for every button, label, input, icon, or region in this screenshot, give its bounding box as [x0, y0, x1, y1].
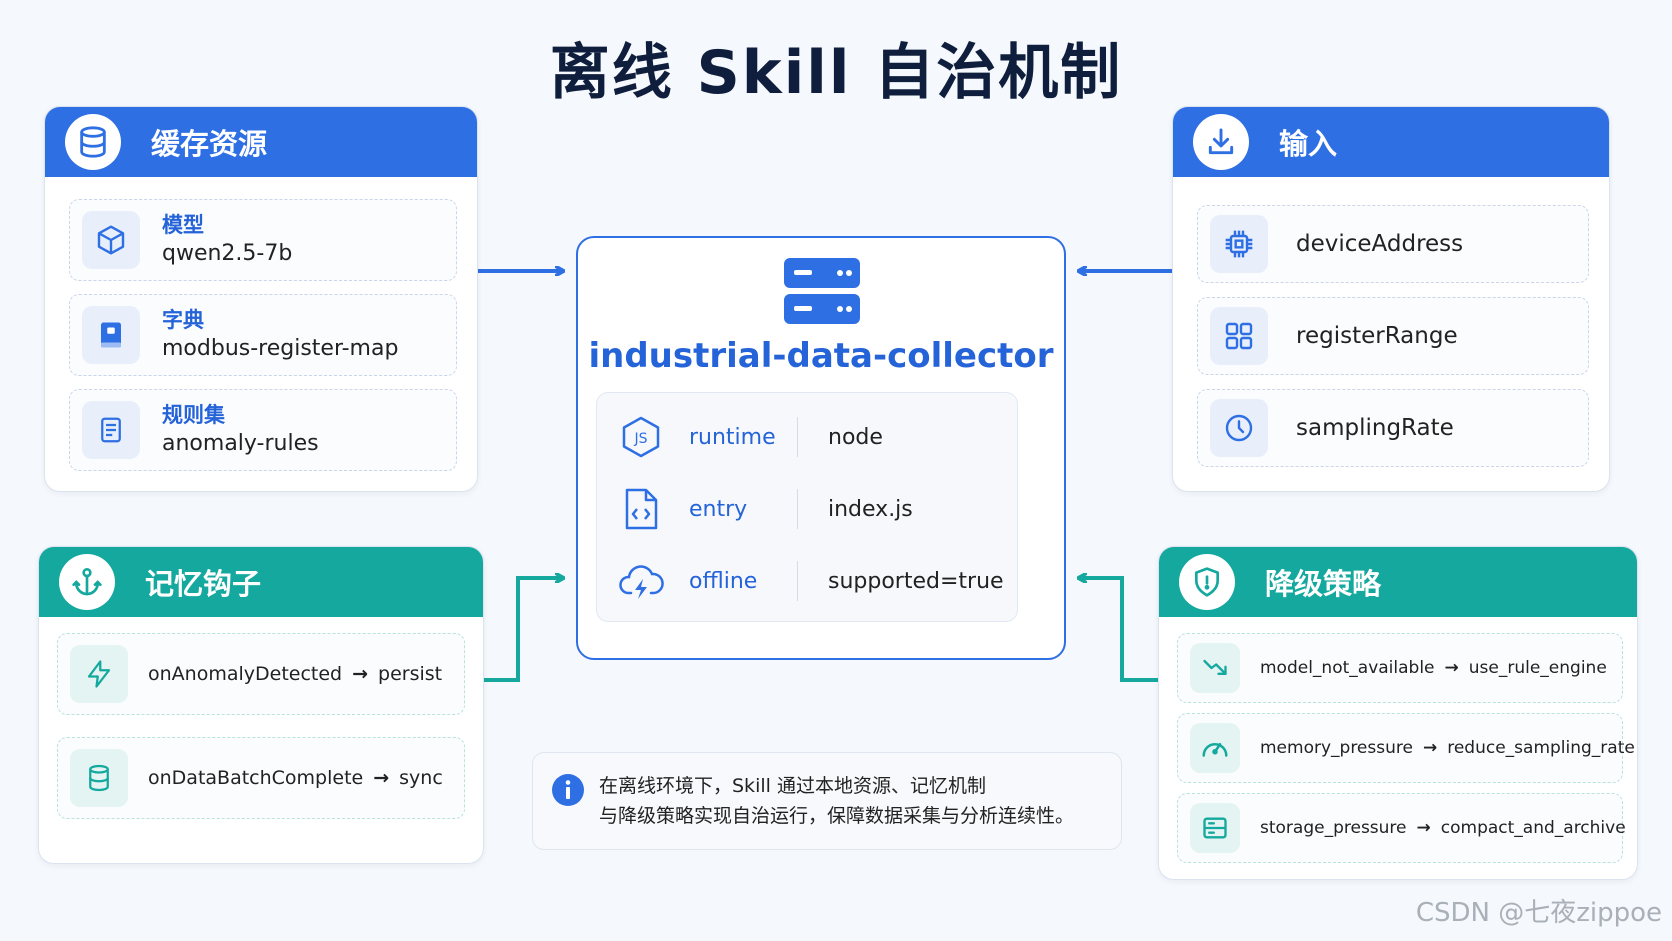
code-file-icon	[611, 487, 671, 531]
chip-icon	[1210, 215, 1268, 273]
fallback-arrow: →	[1422, 738, 1438, 758]
property-divider	[797, 489, 798, 529]
input-item-sampling-rate: samplingRate	[1197, 389, 1589, 467]
input-item-value: deviceAddress	[1296, 231, 1464, 257]
property-row-runtime: JS runtime node	[597, 407, 1017, 467]
property-value: supported=true	[828, 568, 1004, 594]
gauge-icon	[1190, 723, 1240, 773]
hook-arrow: →	[352, 663, 369, 685]
clock-icon	[1210, 399, 1268, 457]
skill-name: industrial-data-collector	[588, 336, 1054, 376]
cache-item-label: 模型	[162, 213, 204, 237]
property-value: index.js	[828, 496, 913, 522]
property-key: offline	[689, 568, 758, 594]
fallback-condition: storage_pressure	[1260, 818, 1407, 838]
input-item-register-range: registerRange	[1197, 297, 1589, 375]
input-item-value: samplingRate	[1296, 415, 1454, 441]
trend-down-icon	[1190, 643, 1240, 693]
skill-card: industrial-data-collector JS runtime nod…	[576, 236, 1066, 660]
cache-panel-header: 缓存资源	[45, 107, 477, 177]
input-panel-title: 输入	[1279, 127, 1338, 161]
grid-icon	[1210, 307, 1268, 365]
property-divider	[797, 561, 798, 601]
fallback-action: compact_and_archive	[1440, 818, 1626, 838]
fallback-item-storage: storage_pressure → compact_and_archive	[1177, 793, 1626, 863]
cache-panel-title: 缓存资源	[151, 127, 268, 161]
page-title: 离线 Skill 自治机制	[549, 38, 1123, 108]
property-row-entry: entry index.js	[597, 479, 1017, 539]
nodejs-icon: JS	[611, 415, 671, 459]
fallback-panel: 降级策略 model_not_available → use_rule_engi…	[1158, 546, 1638, 880]
fallback-action: reduce_sampling_rate	[1447, 738, 1635, 758]
property-row-offline: offline supported=true	[597, 551, 1017, 611]
cache-item-value: qwen2.5-7b	[162, 241, 293, 266]
fallback-condition: model_not_available	[1260, 658, 1435, 678]
cache-item-ruleset: 规则集 anomaly-rules	[69, 389, 457, 471]
cache-item-dictionary: 字典 modbus-register-map	[69, 294, 457, 376]
fallback-panel-header: 降级策略	[1159, 547, 1637, 617]
hook-event: onDataBatchComplete	[148, 767, 364, 789]
shield-icon	[1179, 554, 1235, 610]
storage-icon	[1190, 803, 1240, 853]
database-icon	[65, 114, 121, 170]
input-panel-header: 输入	[1173, 107, 1609, 177]
input-panel: 输入 deviceAddress registerRange samplingR…	[1172, 106, 1610, 492]
fallback-condition: memory_pressure	[1260, 738, 1413, 758]
cloud-bolt-icon	[611, 561, 671, 601]
fallback-item-model: model_not_available → use_rule_engine	[1177, 633, 1623, 703]
hook-action: persist	[378, 663, 443, 685]
download-icon	[1193, 114, 1249, 170]
hooks-panel-title: 记忆钩子	[145, 567, 262, 601]
fallback-to-center-arrow	[1080, 578, 1158, 682]
cache-panel: 缓存资源 模型 qwen2.5-7b 字典 modbus-register-ma…	[44, 106, 478, 492]
hook-arrow: →	[373, 767, 390, 789]
input-item-device-address: deviceAddress	[1197, 205, 1589, 283]
hooks-panel: 记忆钩子 onAnomalyDetected → persist onDataB…	[38, 546, 484, 864]
info-note-line-1: 在离线环境下，Skill 通过本地资源、记忆机制	[599, 775, 986, 797]
cache-item-value: modbus-register-map	[162, 336, 399, 361]
info-note-line-2: 与降级策略实现自治运行，保障数据采集与分析连续性。	[599, 805, 1075, 827]
watermark: CSDN @七夜zippoe	[1415, 898, 1662, 928]
document-icon	[82, 401, 140, 459]
anchor-icon	[59, 554, 115, 610]
property-value: node	[828, 424, 883, 450]
bolt-icon	[70, 645, 128, 703]
svg-text:JS: JS	[633, 431, 647, 447]
input-item-value: registerRange	[1296, 323, 1458, 349]
fallback-arrow: →	[1444, 658, 1459, 678]
server-icon	[784, 258, 860, 324]
cache-item-value: anomaly-rules	[162, 431, 319, 456]
fallback-panel-title: 降级策略	[1265, 567, 1382, 601]
book-icon	[82, 306, 140, 364]
skill-properties: JS runtime node entry index.js offline s…	[596, 392, 1018, 622]
cube-icon	[82, 211, 140, 269]
property-key: entry	[689, 496, 748, 522]
hooks-to-center-arrow	[484, 578, 562, 682]
property-key: runtime	[689, 424, 776, 450]
info-note: 在离线环境下，Skill 通过本地资源、记忆机制 与降级策略实现自治运行，保障数…	[532, 752, 1122, 850]
hook-item-batch-complete: onDataBatchComplete → sync	[57, 737, 465, 819]
info-icon	[551, 773, 585, 807]
database-icon	[70, 749, 128, 807]
hook-action: sync	[399, 767, 443, 789]
fallback-arrow: →	[1416, 818, 1431, 838]
hook-event: onAnomalyDetected	[148, 663, 343, 685]
cache-item-label: 字典	[162, 308, 204, 332]
cache-item-label: 规则集	[162, 403, 225, 427]
hook-item-anomaly: onAnomalyDetected → persist	[57, 633, 465, 715]
property-divider	[797, 417, 798, 457]
fallback-item-memory: memory_pressure → reduce_sampling_rate	[1177, 713, 1635, 783]
hooks-panel-header: 记忆钩子	[39, 547, 483, 617]
cache-item-model: 模型 qwen2.5-7b	[69, 199, 457, 281]
fallback-action: use_rule_engine	[1468, 658, 1607, 678]
